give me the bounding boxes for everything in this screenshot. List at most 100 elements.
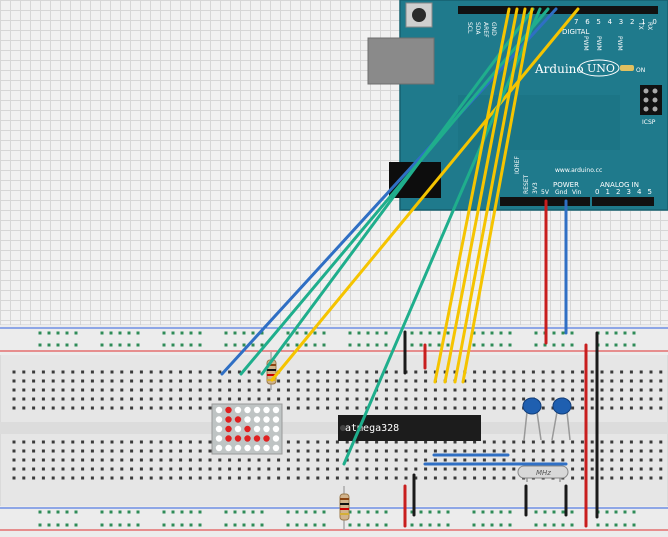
rail-hole[interactable] xyxy=(198,510,202,514)
breadboard-hole[interactable] xyxy=(375,476,379,480)
breadboard-hole[interactable] xyxy=(580,440,584,444)
breadboard-hole[interactable] xyxy=(237,379,241,383)
breadboard-hole[interactable] xyxy=(580,379,584,383)
breadboard-hole[interactable] xyxy=(482,467,486,471)
breadboard-hole[interactable] xyxy=(345,406,349,410)
breadboard-hole[interactable] xyxy=(629,449,633,453)
breadboard-hole[interactable] xyxy=(414,458,418,462)
rail-hole[interactable] xyxy=(162,331,166,335)
breadboard-hole[interactable] xyxy=(120,467,124,471)
breadboard-hole[interactable] xyxy=(531,388,535,392)
breadboard-hole[interactable] xyxy=(198,379,202,383)
breadboard-hole[interactable] xyxy=(659,397,663,401)
breadboard-hole[interactable] xyxy=(247,476,251,480)
breadboard-hole[interactable] xyxy=(649,388,653,392)
breadboard-hole[interactable] xyxy=(296,397,300,401)
rail-hole[interactable] xyxy=(74,343,78,347)
breadboard-hole[interactable] xyxy=(71,388,75,392)
breadboard-hole[interactable] xyxy=(335,397,339,401)
breadboard-hole[interactable] xyxy=(384,397,388,401)
rail-hole[interactable] xyxy=(437,510,441,514)
breadboard-hole[interactable] xyxy=(51,440,55,444)
rail-hole[interactable] xyxy=(136,523,140,527)
breadboard-hole[interactable] xyxy=(257,370,261,374)
rail-hole[interactable] xyxy=(127,510,131,514)
breadboard-hole[interactable] xyxy=(12,476,16,480)
rail-hole[interactable] xyxy=(189,331,193,335)
rail-hole[interactable] xyxy=(56,331,60,335)
rail-hole[interactable] xyxy=(56,343,60,347)
breadboard-hole[interactable] xyxy=(198,397,202,401)
breadboard-hole[interactable] xyxy=(326,440,330,444)
breadboard-hole[interactable] xyxy=(286,370,290,374)
rail-hole[interactable] xyxy=(198,343,202,347)
breadboard-hole[interactable] xyxy=(610,406,614,410)
breadboard-hole[interactable] xyxy=(51,467,55,471)
breadboard-hole[interactable] xyxy=(110,397,114,401)
breadboard-hole[interactable] xyxy=(424,370,428,374)
breadboard-hole[interactable] xyxy=(71,449,75,453)
breadboard-hole[interactable] xyxy=(541,397,545,401)
rail-hole[interactable] xyxy=(632,331,636,335)
breadboard-hole[interactable] xyxy=(492,458,496,462)
breadboard-hole[interactable] xyxy=(384,388,388,392)
breadboard-hole[interactable] xyxy=(649,379,653,383)
rail-hole[interactable] xyxy=(384,523,388,527)
breadboard-hole[interactable] xyxy=(443,476,447,480)
breadboard-hole[interactable] xyxy=(620,458,624,462)
breadboard-hole[interactable] xyxy=(600,370,604,374)
breadboard-hole[interactable] xyxy=(600,458,604,462)
rail-hole[interactable] xyxy=(313,343,317,347)
breadboard-hole[interactable] xyxy=(580,397,584,401)
breadboard-hole[interactable] xyxy=(335,370,339,374)
rail-hole[interactable] xyxy=(534,343,538,347)
breadboard-hole[interactable] xyxy=(179,476,183,480)
rail-hole[interactable] xyxy=(74,331,78,335)
breadboard-hole[interactable] xyxy=(629,467,633,471)
breadboard-hole[interactable] xyxy=(306,370,310,374)
breadboard-hole[interactable] xyxy=(482,379,486,383)
breadboard-hole[interactable] xyxy=(629,397,633,401)
rail-hole[interactable] xyxy=(260,523,264,527)
breadboard-hole[interactable] xyxy=(306,379,310,383)
breadboard-hole[interactable] xyxy=(502,467,506,471)
rail-hole[interactable] xyxy=(242,510,246,514)
breadboard-hole[interactable] xyxy=(198,476,202,480)
rail-hole[interactable] xyxy=(295,510,299,514)
breadboard-hole[interactable] xyxy=(316,458,320,462)
breadboard-hole[interactable] xyxy=(473,440,477,444)
rail-hole[interactable] xyxy=(490,523,494,527)
breadboard-hole[interactable] xyxy=(384,370,388,374)
breadboard-hole[interactable] xyxy=(218,467,222,471)
breadboard-hole[interactable] xyxy=(482,388,486,392)
breadboard-hole[interactable] xyxy=(198,449,202,453)
breadboard-hole[interactable] xyxy=(188,370,192,374)
breadboard-hole[interactable] xyxy=(492,388,496,392)
breadboard-hole[interactable] xyxy=(659,406,663,410)
breadboard-hole[interactable] xyxy=(355,467,359,471)
breadboard-hole[interactable] xyxy=(649,406,653,410)
breadboard-hole[interactable] xyxy=(453,467,457,471)
breadboard-hole[interactable] xyxy=(228,397,232,401)
breadboard-hole[interactable] xyxy=(345,476,349,480)
breadboard-hole[interactable] xyxy=(286,406,290,410)
breadboard-hole[interactable] xyxy=(610,397,614,401)
breadboard-hole[interactable] xyxy=(32,449,36,453)
breadboard-hole[interactable] xyxy=(482,440,486,444)
breadboard-hole[interactable] xyxy=(208,388,212,392)
breadboard-hole[interactable] xyxy=(188,476,192,480)
breadboard-hole[interactable] xyxy=(188,458,192,462)
breadboard-hole[interactable] xyxy=(286,397,290,401)
rail-hole[interactable] xyxy=(322,510,326,514)
breadboard-hole[interactable] xyxy=(610,467,614,471)
breadboard-hole[interactable] xyxy=(218,458,222,462)
rail-hole[interactable] xyxy=(189,510,193,514)
rail-hole[interactable] xyxy=(481,331,485,335)
breadboard-hole[interactable] xyxy=(198,388,202,392)
rail-hole[interactable] xyxy=(65,510,69,514)
rail-hole[interactable] xyxy=(171,343,175,347)
breadboard-hole[interactable] xyxy=(375,397,379,401)
rail-hole[interactable] xyxy=(260,331,264,335)
breadboard-hole[interactable] xyxy=(130,458,134,462)
breadboard-hole[interactable] xyxy=(443,449,447,453)
